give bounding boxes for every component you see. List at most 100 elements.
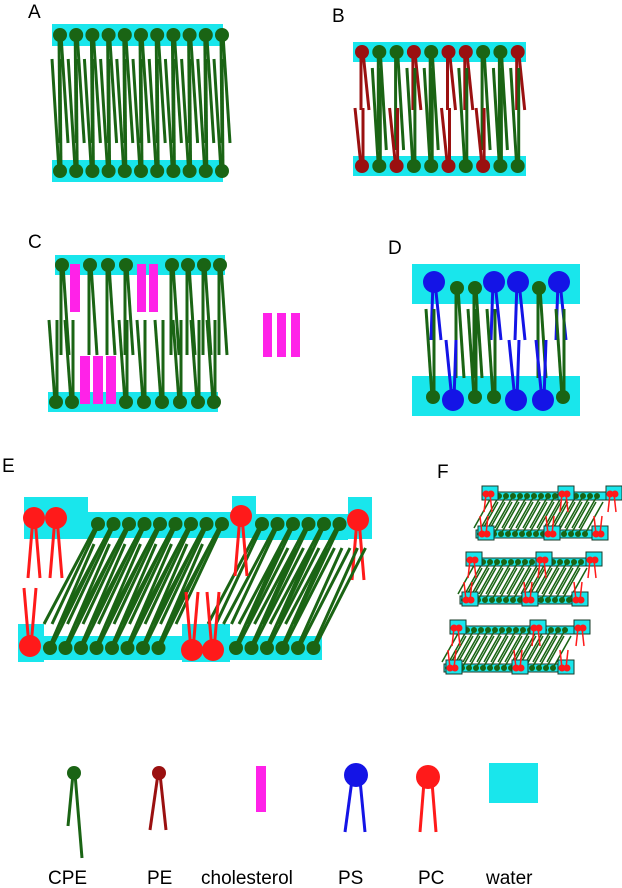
cpe-lipid-upper-head [286,517,300,531]
cpe-lipid-lower-tail [538,635,558,669]
pc-lipid-upper-head [230,505,252,527]
cholesterol-molecule [70,264,80,312]
cpe-lipid-upper-tail [172,34,183,144]
pc-lipid-lower-head [592,530,600,538]
cpe-lipid-lower-tail [503,635,523,669]
pc-lipid-upper-head [347,509,369,531]
cpe-lipid-lower-tail [220,58,225,172]
cpe-lipid-lower-tail [99,58,110,172]
cholesterol-molecule [137,264,146,312]
cpe-lipid-lower-tail [521,501,541,535]
cpe-lipid-upper-head [487,559,493,565]
cpe-lipid-lower-head [566,597,572,603]
legend-pe-icon [152,766,166,780]
cpe-lipid-upper-tail [504,629,524,663]
cpe-lipid-lower-head [559,597,565,603]
pe-lipid-lower-head [441,159,456,173]
cpe-lipid-lower-tail [528,501,548,535]
cpe-lipid-lower-head [207,395,221,409]
cpe-lipid-upper-head [532,281,546,295]
cpe-lipid-upper-tail [214,523,265,625]
cpe-lipid-upper-tail [478,561,498,595]
legend-ps-tail [343,779,354,833]
cpe-lipid-lower-tail [107,58,112,172]
cpe-lipid-lower-tail [507,501,527,535]
cpe-lipid-lower-tail [485,308,495,398]
cpe-lipid-upper-tail [490,629,510,663]
cpe-lipid-upper-tail [187,264,197,356]
cpe-lipid-upper-head [150,28,165,42]
pc-lipid-upper-head [586,556,594,564]
cpe-lipid-upper-tail [562,561,582,595]
pe-lipid-lower-head [389,159,404,173]
legend-pc-tail [430,781,438,833]
cpe-lipid-lower-tail [491,67,501,167]
cpe-lipid-lower-head [120,641,135,655]
cpe-lipid-lower-head [529,665,535,671]
cpe-lipid-upper-head [101,258,115,272]
cpe-lipid-lower-head [89,641,104,655]
pc-lipid-upper-head [574,624,582,632]
pc-lipid-upper-head [558,490,566,498]
cpe-lipid-lower-head [198,164,213,178]
cpe-lipid-lower-tail [491,567,511,601]
cpe-lipid-lower-tail [94,543,142,649]
cpe-lipid-lower-tail [422,67,432,167]
cpe-lipid-lower-tail [554,308,564,398]
cpe-lipid-lower-head [65,395,79,409]
cpe-lipid-lower-tail [111,543,166,649]
cpe-lipid-upper-tail [471,561,491,595]
cpe-lipid-upper-head [548,627,554,633]
cpe-lipid-lower-tail [49,543,104,649]
cpe-lipid-lower-tail [424,308,434,398]
cpe-lipid-lower-tail [139,58,144,172]
ps-lipid-upper-head [483,271,505,293]
cpe-lipid-upper-head [91,517,105,531]
cpe-lipid-upper-head [168,517,183,531]
pc-lipid-lower-head [522,596,530,604]
cpe-lipid-lower-tail [311,547,359,649]
cpe-lipid-upper-head [134,28,148,42]
cpe-lipid-lower-head [426,390,440,404]
cpe-lipid-upper-tail [219,264,229,356]
cpe-lipid-lower-head [119,395,133,409]
cpe-lipid-upper-head [580,493,586,499]
cpe-lipid-upper-head [471,627,477,633]
cpe-lipid-lower-tail [131,58,142,172]
cpe-lipid-lower-tail [475,635,495,669]
cpe-lipid-lower-head [550,665,556,671]
cpe-lipid-upper-head [215,517,229,531]
cpe-lipid-lower-head [556,390,570,404]
panel-label-f: F [437,462,449,483]
cpe-lipid-lower-head [505,531,511,537]
cpe-lipid-upper-head [301,517,316,531]
cpe-lipid-upper-head [165,258,179,272]
cpe-lipid-upper-head [587,493,593,499]
cpe-lipid-lower-head [538,597,544,603]
cpe-lipid-upper-tail [529,495,549,529]
cpe-lipid-lower-head [137,395,151,409]
cpe-lipid-lower-head [85,164,100,178]
pc-lipid-upper-head [455,624,463,632]
cpe-lipid-lower-head [545,597,551,603]
legend-label-water: water [485,868,533,888]
cpe-lipid-upper-head [531,493,537,499]
cpe-lipid-lower-tail [563,501,583,535]
cpe-lipid-lower-head [372,159,387,173]
cpe-lipid-lower-head [498,531,504,537]
cpe-lipid-lower-tail [561,567,581,601]
pc-lipid-lower-head [462,596,470,604]
cpe-lipid-lower-head [182,164,197,178]
cpe-lipid-lower-tail [235,547,290,649]
cpe-lipid-upper-head [562,627,568,633]
cpe-lipid-lower-tail [156,543,204,649]
cpe-lipid-lower-head [173,395,187,409]
cpe-lipid-upper-tail [476,629,496,663]
cpe-lipid-lower-tail [496,635,516,669]
cpe-lipid-lower-tail [78,543,127,649]
legend-ps-tail [358,779,367,833]
cpe-lipid-lower-head [568,531,574,537]
pe-lipid-lower-head [355,159,369,173]
pc-lipid-lower-head [451,664,459,672]
cpe-lipid-upper-tail [578,495,598,529]
